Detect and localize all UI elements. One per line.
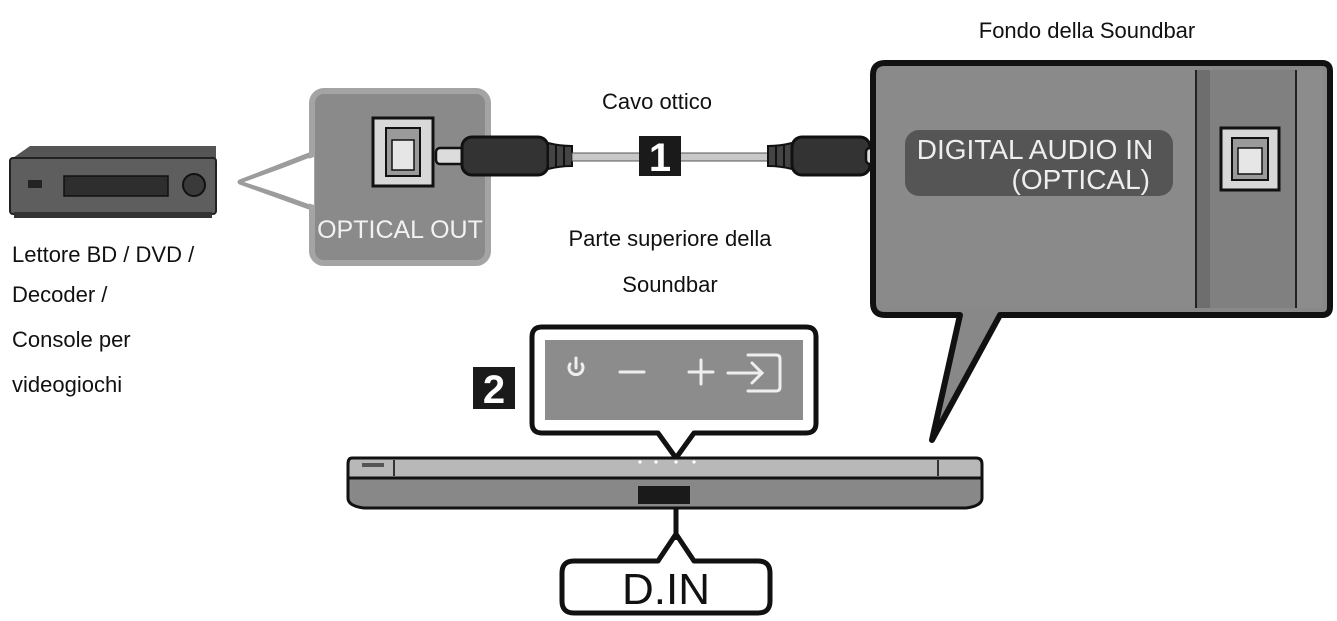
soundbar-icon	[346, 456, 984, 510]
top-of-soundbar-line-1: Parte superiore della	[568, 226, 772, 251]
optical-cable-label: Cavo ottico	[602, 89, 712, 114]
optical-input-port-icon	[1219, 126, 1281, 192]
step-1-badge: 1	[639, 136, 681, 180]
bottom-of-soundbar-callout: DIGITAL AUDIO IN (OPTICAL)	[870, 60, 1333, 443]
source-line-1: Lettore BD / DVD /	[12, 242, 195, 267]
source-line-2: Decoder /	[12, 282, 108, 307]
d-in-label: D.IN	[622, 565, 710, 614]
source-line-3: Console per	[12, 327, 131, 352]
step-2-badge: 2	[473, 367, 515, 412]
digital-audio-in-line-2: (OPTICAL)	[1012, 164, 1150, 195]
power-icon	[567, 356, 585, 377]
bottom-of-soundbar-label: Fondo della Soundbar	[979, 18, 1196, 43]
top-panel-callout	[529, 324, 819, 461]
top-of-soundbar-line-2: Soundbar	[622, 272, 717, 297]
d-in-port	[638, 486, 690, 504]
plus-icon	[687, 358, 715, 386]
source-device-label: Lettore BD / DVD / Decoder / Console per…	[12, 242, 195, 397]
source-line-4: videogiochi	[12, 372, 122, 397]
step-2-number: 2	[483, 368, 505, 412]
digital-audio-in-line-1: DIGITAL AUDIO IN	[917, 134, 1153, 165]
step-1-number: 1	[649, 136, 671, 180]
source-device-icon	[9, 146, 217, 218]
source-input-icon	[726, 353, 782, 393]
optical-port-icon	[371, 116, 435, 188]
optical-out-label: OPTICAL OUT	[317, 216, 483, 244]
optical-out-callout: OPTICAL OUT	[237, 88, 491, 266]
d-in-callout: D.IN	[559, 508, 773, 616]
